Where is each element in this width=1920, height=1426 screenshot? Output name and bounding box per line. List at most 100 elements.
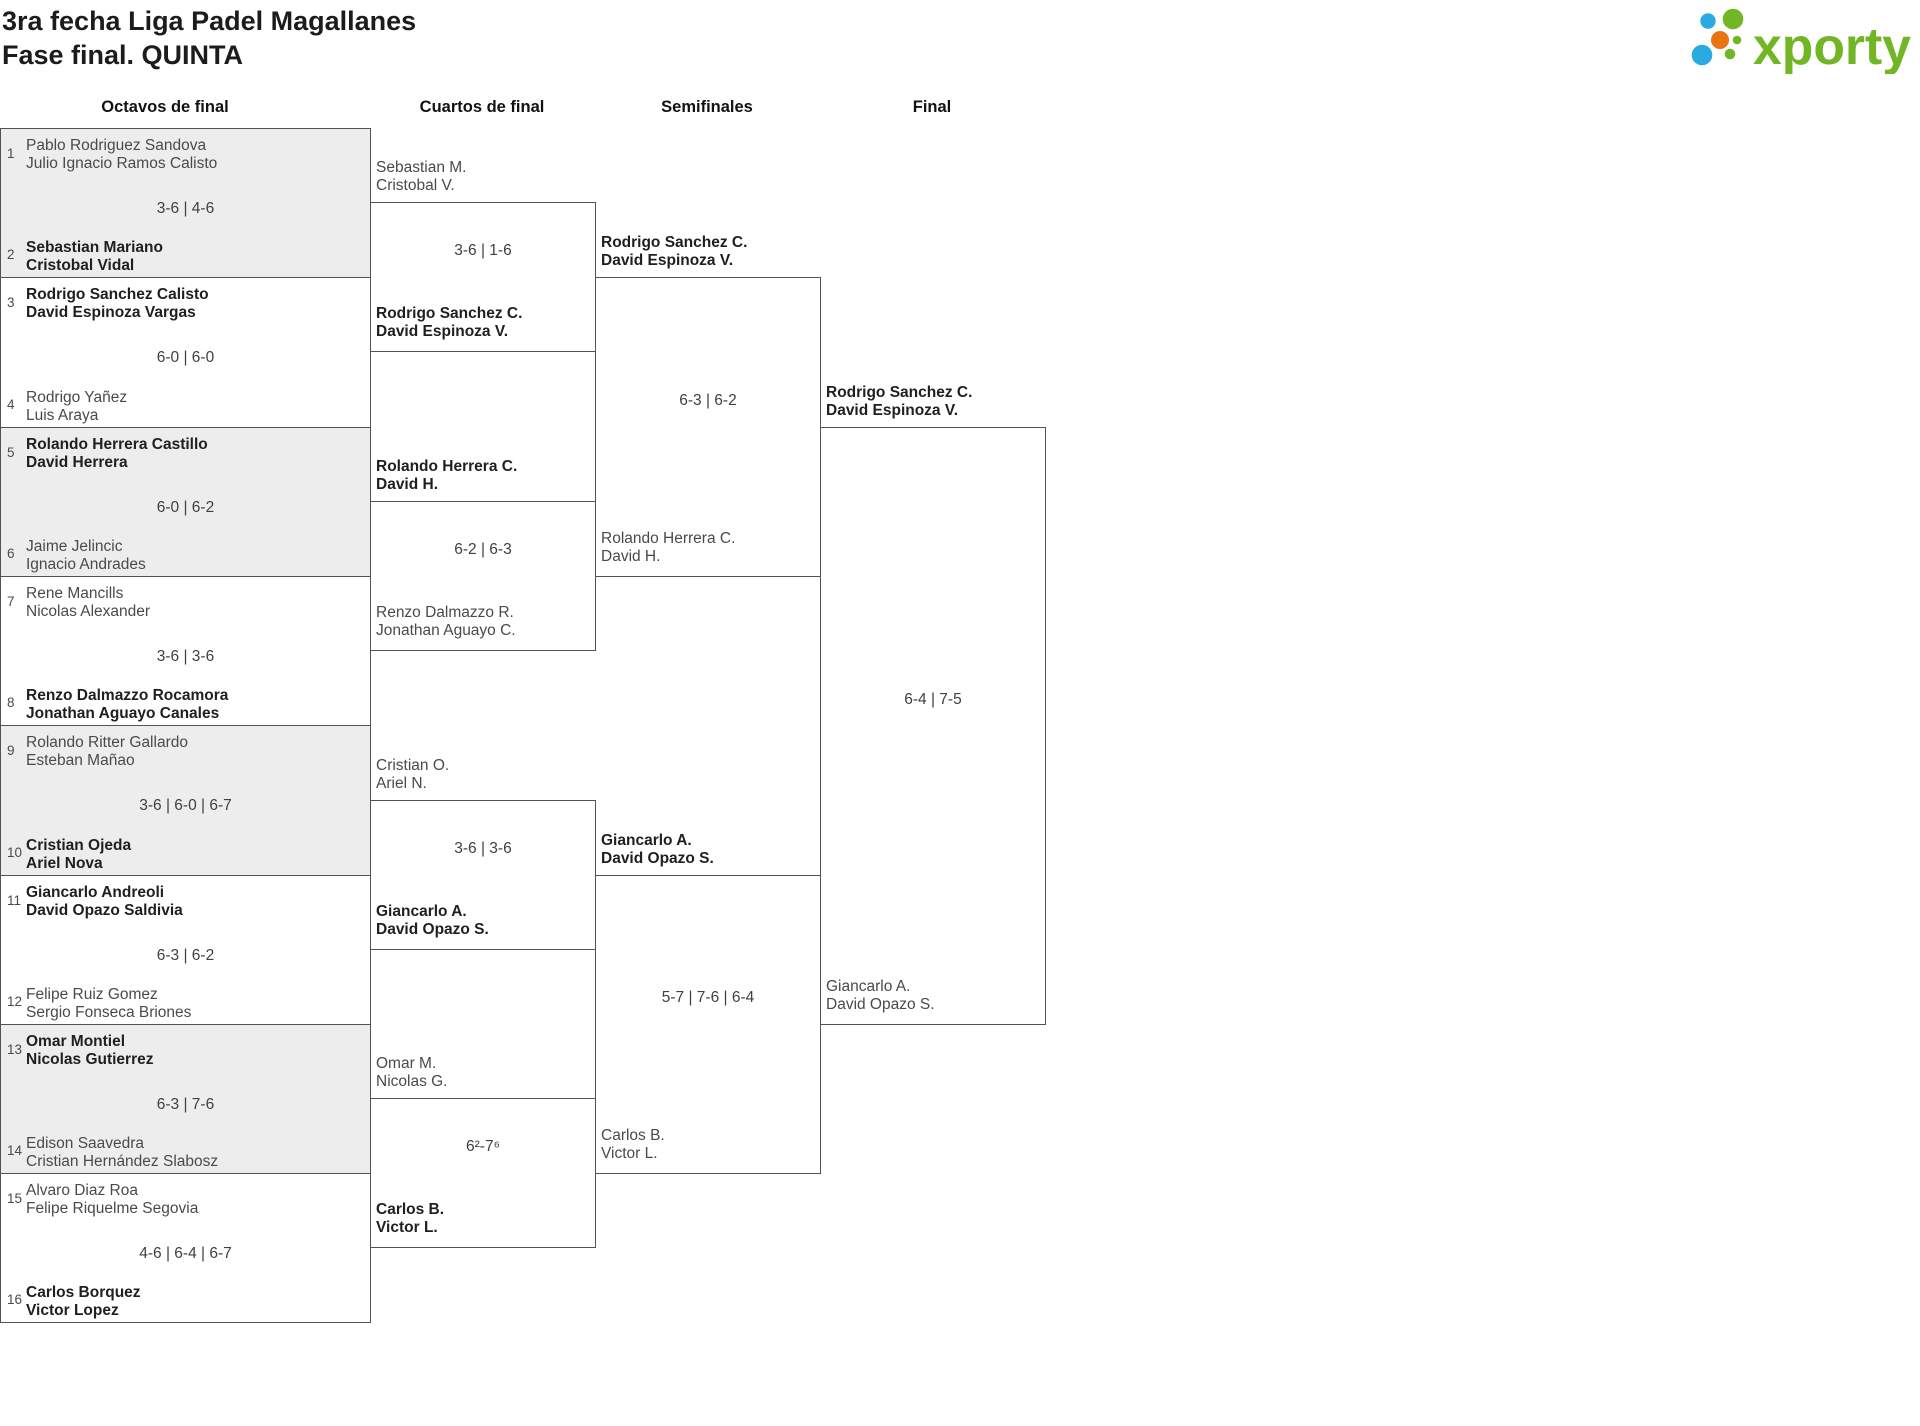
player-name: Rolando Herrera C.	[376, 458, 518, 475]
seed-number: 7	[7, 594, 15, 609]
match-score: 3-6 | 3-6	[156, 648, 215, 665]
team-names-winner: Rolando Herrera Castillo David Herrera	[26, 436, 362, 471]
team-names: Sebastian M. Cristobal V.	[376, 159, 588, 194]
player-name: Esteban Mañao	[26, 751, 135, 769]
xporty-logo[interactable]: xporty	[1683, 2, 1918, 74]
match-score: 6-3 | 6-2	[156, 947, 215, 964]
player-name: Cristian O.	[376, 757, 450, 774]
team-names: Cristian O. Ariel N.	[376, 757, 588, 792]
player-name: Rodrigo Sanchez C.	[601, 234, 748, 251]
seed-number: 13	[7, 1042, 23, 1057]
player-name: David Opazo Saldivia	[26, 901, 183, 919]
player-name: David H.	[376, 475, 439, 493]
match-score: 5-7 | 7-6 | 6-4	[661, 989, 755, 1006]
round-header-semifinales: Semifinales	[661, 98, 753, 116]
team-names: Pablo Rodriguez Sandova Julio Ignacio Ra…	[26, 137, 362, 172]
seed-number: 6	[7, 546, 15, 561]
player-name: Rodrigo Sanchez C.	[376, 305, 523, 322]
semifinal-match-2: Giancarlo A. David Opazo S. 5-7 | 7-6 | …	[595, 832, 821, 1174]
team-names-winner: Rodrigo Sanchez C. David Espinoza V.	[826, 384, 1038, 419]
player-name: Julio Ignacio Ramos Calisto	[26, 154, 218, 172]
player-name: David Espinoza Vargas	[26, 303, 196, 321]
team-names: Alvaro Diaz Roa Felipe Riquelme Segovia	[26, 1182, 362, 1217]
octavos-match-1: 1 Pablo Rodriguez Sandova Julio Ignacio …	[0, 128, 371, 278]
player-name: Cristian Ojeda	[26, 837, 132, 854]
player-name: Ignacio Andrades	[26, 555, 146, 573]
player-name: David Espinoza V.	[376, 322, 509, 340]
player-name: Felipe Ruiz Gomez	[26, 986, 158, 1003]
player-name: David Espinoza V.	[601, 251, 734, 269]
player-name: David Espinoza V.	[826, 401, 959, 419]
octavos-match-2: 3 Rodrigo Sanchez Calisto David Espinoza…	[0, 277, 371, 428]
player-name: Rodrigo Sanchez C.	[826, 384, 973, 401]
match-score: 6-3 | 6-2	[679, 392, 737, 409]
page-title-line2: Fase final. QUINTA	[2, 40, 244, 70]
player-name: Giancarlo Andreoli	[26, 884, 165, 901]
team-names-winner: Sebastian Mariano Cristobal Vidal	[26, 239, 362, 274]
cuartos-match-1: Sebastian M. Cristobal V. 3-6 | 1-6 Rodr…	[370, 159, 596, 352]
player-name: Omar Montiel	[26, 1033, 126, 1050]
match-score: 3-6 | 1-6	[454, 242, 512, 259]
player-name: Jaime Jelincic	[26, 538, 123, 555]
player-name: Cristian Hernández Slabosz	[26, 1152, 219, 1170]
team-names-winner: Rodrigo Sanchez Calisto David Espinoza V…	[26, 286, 362, 321]
player-name: Alvaro Diaz Roa	[26, 1182, 138, 1199]
player-name: Jonathan Aguayo C.	[376, 621, 516, 639]
player-name: David H.	[601, 547, 661, 565]
player-name: Carlos Borquez	[26, 1284, 141, 1301]
match-score: 6-2 | 6-3	[454, 541, 512, 558]
team-names: Rene Mancills Nicolas Alexander	[26, 585, 362, 620]
player-name: Rolando Herrera C.	[601, 530, 736, 547]
player-name: Rene Mancills	[26, 585, 124, 602]
player-name: Giancarlo A.	[376, 903, 467, 920]
team-names-winner: Rodrigo Sanchez C. David Espinoza V.	[601, 234, 813, 269]
player-name: Felipe Riquelme Segovia	[26, 1199, 199, 1217]
team-names: Carlos B. Victor L.	[601, 1127, 813, 1162]
match-score: 3-6 | 4-6	[156, 200, 215, 217]
player-name: Victor Lopez	[26, 1301, 119, 1319]
cuartos-match-3: Cristian O. Ariel N. 3-6 | 3-6 Giancarlo…	[370, 757, 596, 950]
player-name: Renzo Dalmazzo Rocamora	[26, 687, 229, 704]
team-names-winner: Giancarlo A. David Opazo S.	[601, 832, 813, 867]
team-names: Rolando Herrera C. David H.	[601, 530, 813, 565]
seed-number: 2	[7, 247, 15, 262]
player-name: Luis Araya	[26, 406, 99, 424]
match-score: 6-4 | 7-5	[904, 691, 962, 708]
player-name: Rodrigo Sanchez Calisto	[26, 286, 209, 303]
player-name: David Opazo S.	[376, 920, 489, 938]
team-names-winner: Rolando Herrera C. David H.	[376, 458, 588, 493]
octavos-match-4: 7 Rene Mancills Nicolas Alexander 3-6 | …	[0, 576, 371, 726]
player-name: Nicolas Alexander	[26, 602, 151, 620]
player-name: Edison Saavedra	[26, 1135, 145, 1152]
player-name: Carlos B.	[601, 1127, 665, 1144]
player-name: Pablo Rodriguez Sandova	[26, 137, 207, 154]
player-name: Giancarlo A.	[601, 832, 692, 849]
team-names-winner: Omar Montiel Nicolas Gutierrez	[26, 1033, 362, 1068]
team-names-winner: Carlos Borquez Victor Lopez	[26, 1284, 362, 1319]
player-name: Sebastian Mariano	[26, 239, 163, 256]
team-names: Felipe Ruiz Gomez Sergio Fonseca Briones	[26, 986, 362, 1021]
player-name: Victor L.	[376, 1218, 438, 1236]
player-name: Omar M.	[376, 1055, 437, 1072]
logo-dot-green-tiny	[1732, 35, 1742, 45]
player-name: Rolando Ritter Gallardo	[26, 734, 188, 751]
player-name: David Herrera	[26, 453, 128, 471]
player-name: Cristobal Vidal	[26, 256, 135, 274]
team-names-winner: Giancarlo Andreoli David Opazo Saldivia	[26, 884, 362, 919]
seed-number: 5	[7, 445, 15, 460]
player-name: Rodrigo Yañez	[26, 389, 128, 406]
cuartos-match-2: Rolando Herrera C. David H. 6-2 | 6-3 Re…	[370, 458, 596, 651]
logo-dot-green-large	[1722, 8, 1744, 30]
seed-number: 12	[7, 994, 23, 1009]
round-header-cuartos: Cuartos de final	[419, 98, 545, 116]
team-names: Rodrigo Yañez Luis Araya	[26, 389, 362, 424]
round-header-final: Final	[912, 98, 952, 116]
team-names: Renzo Dalmazzo R. Jonathan Aguayo C.	[376, 604, 588, 639]
team-names-winner: Rodrigo Sanchez C. David Espinoza V.	[376, 305, 588, 340]
logo-dot-green-small	[1724, 48, 1736, 60]
page-title-line1: 3ra fecha Liga Padel Magallanes	[2, 6, 417, 36]
seed-number: 16	[7, 1292, 23, 1307]
seed-number: 15	[7, 1191, 23, 1206]
player-name: David Opazo S.	[826, 995, 935, 1013]
